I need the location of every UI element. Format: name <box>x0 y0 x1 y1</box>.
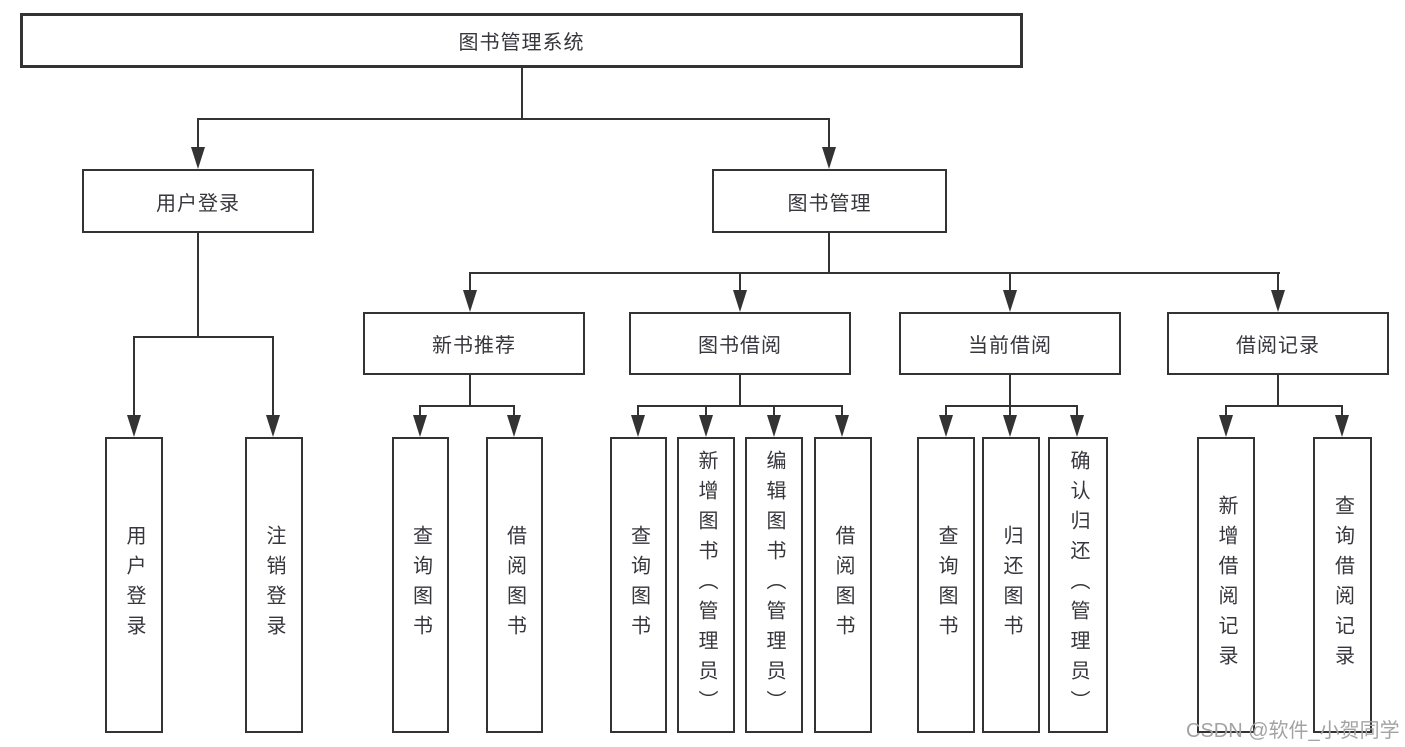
node-book-management-label: 图书管理 <box>787 192 872 215</box>
connector-stem-leaf-borrow-books-1 <box>513 405 515 415</box>
arrowhead-borrow-records <box>1271 290 1285 312</box>
leaf-borrow-books-2: 借阅图书 <box>814 437 872 733</box>
leaf-return-book: 归还图书 <box>982 437 1040 733</box>
connector-new-book-recommend-branch <box>419 405 515 407</box>
connector-book-management-stem <box>828 233 830 272</box>
connector-current-borrowing-stem <box>1009 375 1011 405</box>
leaf-add-borrow-record-label: 新增借阅记录 <box>1215 495 1237 675</box>
arrowhead-leaf-edit-book <box>767 415 781 437</box>
arrowhead-leaf-query-borrow-record <box>1335 415 1349 437</box>
leaf-borrow-books-2-label: 借阅图书 <box>832 525 854 645</box>
connector-stem-borrow-records <box>1277 272 1279 290</box>
node-book-borrowing-label: 图书借阅 <box>698 335 782 357</box>
leaf-query-books-2-label: 查询图书 <box>627 525 650 645</box>
connector-stem-leaf-return-book <box>1009 405 1011 415</box>
leaf-query-borrow-record: 查询借阅记录 <box>1313 437 1372 733</box>
connector-stem-leaf-logout <box>272 336 274 415</box>
connector-book-management-branch <box>469 272 1280 274</box>
connector-stem-new-book-recommend <box>469 272 471 290</box>
leaf-edit-book-admin: 编辑图书（管理员） <box>745 437 803 733</box>
node-root-label: 图书管理系统 <box>458 32 585 54</box>
connector-stem-leaf-user-login <box>133 336 135 415</box>
leaf-user-login-label: 用户登录 <box>123 525 145 645</box>
leaf-user-login: 用户登录 <box>105 437 163 733</box>
node-new-book-recommend: 新书推荐 <box>363 312 585 375</box>
arrowhead-book-management <box>822 147 836 169</box>
connector-stem-leaf-edit-book <box>773 405 775 415</box>
leaf-borrow-books-1-label: 借阅图书 <box>503 525 526 645</box>
leaf-logout-login: 注销登录 <box>245 437 303 733</box>
connector-stem-leaf-confirm-return <box>1076 405 1078 415</box>
arrowhead-book-borrowing <box>733 290 747 312</box>
node-borrow-records: 借阅记录 <box>1167 312 1389 375</box>
leaf-confirm-return-admin: 确认归还（管理员） <box>1048 437 1108 733</box>
csdn-watermark: CSDN @软件_小贺同学 <box>1186 720 1400 742</box>
leaf-add-book-admin-label: 新增图书（管理员） <box>695 450 717 720</box>
connector-stem-leaf-query-books-3 <box>945 405 947 415</box>
leaf-confirm-return-admin-label: 确认归还（管理员） <box>1067 450 1089 720</box>
connector-stem-leaf-query-books-1 <box>419 405 421 415</box>
node-user-login-label: 用户登录 <box>156 192 240 215</box>
connector-user-login-stem <box>197 233 199 336</box>
node-book-borrowing: 图书借阅 <box>629 312 851 375</box>
connector-root-branch <box>197 118 830 120</box>
node-root: 图书管理系统 <box>20 13 1023 68</box>
leaf-query-books-3-label: 查询图书 <box>935 525 957 645</box>
arrowhead-leaf-add-borrow-record <box>1219 415 1233 437</box>
connector-stem-leaf-query-books-2 <box>637 405 639 415</box>
leaf-borrow-books-1: 借阅图书 <box>486 437 543 733</box>
arrowhead-leaf-query-books-3 <box>939 415 953 437</box>
arrowhead-leaf-user-login <box>127 415 141 437</box>
leaf-query-books-3: 查询图书 <box>917 437 975 733</box>
connector-root-stem <box>521 68 523 118</box>
leaf-return-book-label: 归还图书 <box>1000 525 1022 645</box>
connector-stem-book-management <box>828 118 830 147</box>
leaf-add-borrow-record: 新增借阅记录 <box>1197 437 1255 733</box>
leaf-query-borrow-record-label: 查询借阅记录 <box>1331 495 1354 675</box>
connector-stem-leaf-add-borrow-record <box>1225 405 1227 415</box>
connector-user-login-branch <box>133 336 274 338</box>
node-borrow-records-label: 借阅记录 <box>1236 335 1320 357</box>
arrowhead-user-login <box>191 147 205 169</box>
leaf-edit-book-admin-label: 编辑图书（管理员） <box>763 450 785 720</box>
arrowhead-leaf-logout <box>266 415 280 437</box>
connector-stem-book-borrowing <box>739 272 741 290</box>
arrowhead-leaf-confirm-return <box>1070 415 1084 437</box>
node-book-management: 图书管理 <box>712 169 947 233</box>
connector-borrow-records-stem <box>1277 375 1279 405</box>
connector-stem-current-borrowing <box>1009 272 1011 290</box>
arrowhead-leaf-add-book <box>699 415 713 437</box>
arrowhead-leaf-return-book <box>1003 415 1017 437</box>
node-current-borrowing: 当前借阅 <box>899 312 1121 375</box>
arrowhead-new-book-recommend <box>463 290 477 312</box>
connector-stem-leaf-borrow-books-2 <box>841 405 843 415</box>
leaf-logout-login-label: 注销登录 <box>263 525 285 645</box>
node-new-book-recommend-label: 新书推荐 <box>432 335 516 357</box>
connector-stem-leaf-add-book <box>705 405 707 415</box>
connector-stem-leaf-query-borrow-record <box>1341 405 1343 415</box>
leaf-query-books-2: 查询图书 <box>610 437 667 733</box>
arrowhead-leaf-query-books-2 <box>631 415 645 437</box>
connector-current-borrowing-branch <box>945 405 1078 407</box>
arrowhead-leaf-borrow-books-1 <box>507 415 521 437</box>
connector-book-borrowing-branch <box>637 405 843 407</box>
connector-book-borrowing-stem <box>739 375 741 405</box>
arrowhead-leaf-borrow-books-2 <box>835 415 849 437</box>
leaf-query-books-1: 查询图书 <box>392 437 449 733</box>
leaf-add-book-admin: 新增图书（管理员） <box>677 437 735 733</box>
connector-stem-user-login <box>197 118 199 147</box>
arrowhead-current-borrowing <box>1003 290 1017 312</box>
arrowhead-leaf-query-books-1 <box>413 415 427 437</box>
connector-borrow-records-branch <box>1225 405 1343 407</box>
connector-new-book-recommend-stem <box>469 375 471 405</box>
leaf-query-books-1-label: 查询图书 <box>409 525 432 645</box>
node-user-login: 用户登录 <box>82 169 314 233</box>
node-current-borrowing-label: 当前借阅 <box>968 335 1052 357</box>
